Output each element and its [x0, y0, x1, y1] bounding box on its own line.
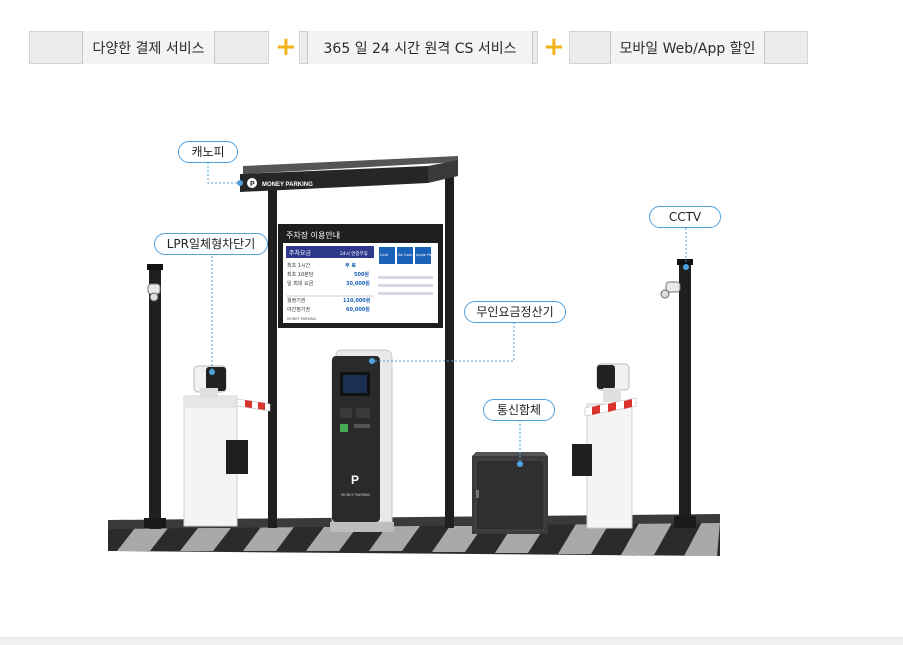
callout-cctv: CCTV	[649, 206, 721, 228]
right-lpr-barrier	[572, 363, 637, 529]
sign-row-value: 500원	[354, 271, 369, 278]
canopy-structure: P	[240, 156, 458, 528]
left-lpr-barrier	[183, 365, 271, 527]
plus-icon: +	[275, 32, 297, 62]
feature-box-payment: 다양한 결제 서비스	[29, 31, 269, 64]
callout-canopy: 캐노피	[178, 141, 238, 163]
sign-badge: Apple Pay	[416, 253, 433, 257]
feature-label-remote-cs: 365 일 24 시간 원격 CS 서비스	[307, 31, 533, 64]
sign-row-value: 무 료	[345, 262, 356, 269]
kiosk-brand: MONEY PARKING	[341, 493, 371, 497]
sign-title: 주차장 이용안내	[286, 230, 340, 240]
feature-label-mobile-discount: 모바일 Web/App 할인	[610, 31, 765, 64]
svg-text:P: P	[250, 181, 255, 188]
cctv-camera-icon	[660, 281, 681, 299]
sign-badge: Card	[380, 253, 388, 257]
canopy-brand: MONEY PARKING	[262, 182, 313, 188]
ground-curb	[108, 514, 720, 556]
barrier-arm	[584, 397, 637, 417]
bottom-divider	[0, 637, 903, 645]
left-cctv-pole	[144, 264, 166, 529]
sign-fee-header-right: 24시 연중무휴	[340, 250, 368, 257]
sign-row-label: 야간정기권	[287, 306, 310, 313]
sign-row-value: 110,000원	[343, 297, 371, 304]
sign-row-label: 최초 1시간	[287, 262, 311, 269]
cctv-camera-icon	[147, 283, 161, 302]
sign-badge: No Cash	[398, 253, 413, 257]
callout-lpr-barrier: LPR일체형차단기	[154, 233, 268, 255]
sign-row-value: 30,000원	[346, 280, 370, 287]
feature-box-remote-cs: 365 일 24 시간 원격 CS 서비스	[299, 31, 538, 64]
sign-row-value: 60,000원	[346, 306, 370, 313]
communication-box	[472, 452, 548, 534]
feature-box-mobile-discount: 모바일 Web/App 할인	[569, 31, 808, 64]
sign-row-label: 월정기권	[287, 297, 306, 304]
callout-kiosk: 무인요금정산기	[464, 301, 566, 323]
feature-label-payment: 다양한 결제 서비스	[82, 31, 215, 64]
svg-text:P: P	[351, 473, 359, 487]
sign-fee-header: 주차요금	[289, 249, 312, 257]
sign-brand: MONEY PARKING	[287, 317, 317, 321]
payment-kiosk: P	[330, 349, 394, 532]
info-sign	[278, 224, 443, 328]
callout-dots	[209, 180, 689, 467]
sign-row-label: 일 최대 요금	[287, 280, 314, 287]
barrier-arm	[236, 398, 271, 412]
plus-icon: +	[543, 32, 565, 62]
callout-comm-box: 통신함체	[483, 399, 555, 421]
sign-row-label: 최초 10분당	[287, 271, 314, 278]
right-cctv-pole	[660, 259, 696, 528]
callout-leaders	[207, 162, 687, 463]
